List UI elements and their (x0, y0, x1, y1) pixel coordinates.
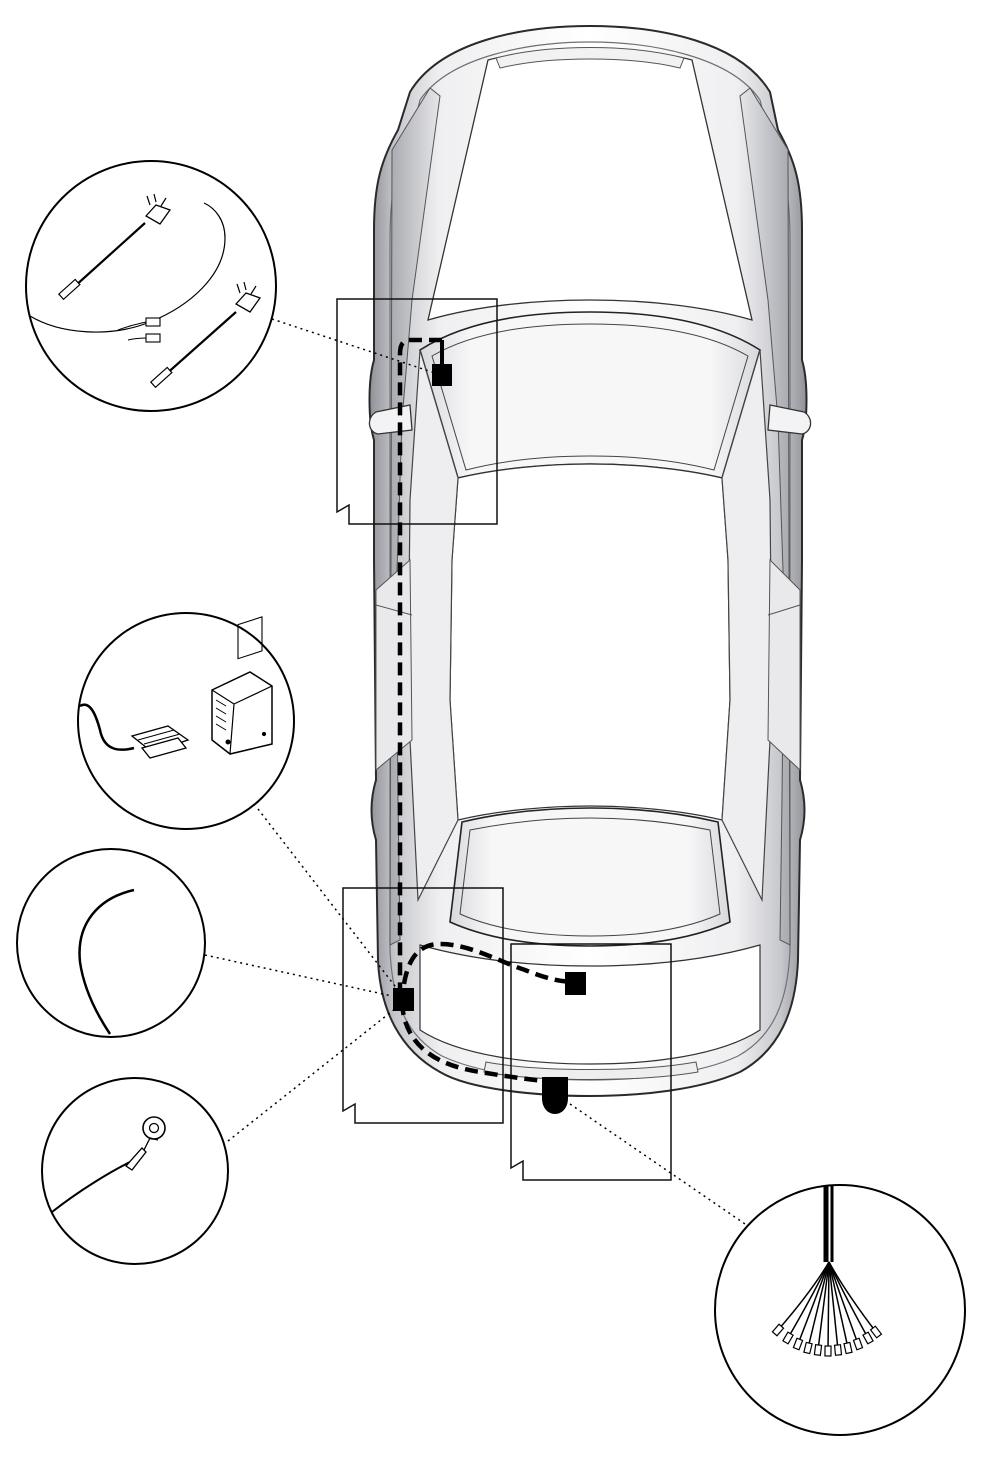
bundle-strand-terminal (782, 1331, 794, 1345)
wire-bundle-icon (771, 1186, 883, 1357)
panel-front-left (336, 298, 498, 525)
car-door-line-right (767, 604, 801, 616)
bundle-strand-terminal (824, 1345, 832, 1357)
car-trunk (419, 944, 761, 1065)
bundle-strand-terminal (771, 1323, 785, 1337)
detail-light-cluster-wire-bundle (714, 1184, 966, 1436)
detail-control-module (77, 612, 295, 830)
wire-to-socket (399, 1001, 557, 1085)
ring-terminal-icon (51, 1116, 166, 1213)
car-rear-window-inner (459, 817, 721, 937)
wiring-route (397, 337, 576, 1085)
bundle-strand-terminal (813, 1344, 823, 1356)
detail-ground-ring-terminal (41, 1077, 229, 1265)
bundle-strand-terminal (833, 1344, 843, 1356)
car-window-right (767, 558, 801, 772)
wire-main-left (397, 337, 442, 990)
detail-circle-3 (16, 848, 206, 1038)
bundle-strand-terminal (852, 1337, 864, 1351)
bundle-strand (827, 1261, 830, 1352)
connection-nodes (393, 340, 586, 1114)
installation-panels (336, 298, 672, 1181)
detail-brake-light-adapter-cables (25, 160, 277, 412)
towbar-socket-node (542, 1077, 568, 1114)
bundle-strand-terminal (843, 1341, 853, 1355)
car-door-line-left (375, 604, 413, 616)
car-side-right (739, 87, 791, 946)
bundle-strand-terminal (862, 1331, 874, 1345)
panel-rear-left (342, 887, 504, 1124)
leader-module (257, 808, 399, 991)
leader-ground (227, 1007, 397, 1142)
car-roof (449, 463, 731, 821)
plug-cable-pair-icon (29, 193, 262, 389)
leader-signal-wire (204, 954, 393, 997)
car-windshield (419, 311, 761, 479)
car-top-view (368, 24, 812, 1098)
car-hood-front-trim (495, 47, 685, 69)
detail-circle-1 (25, 160, 277, 412)
front-node (432, 364, 452, 386)
car-mirror-right (767, 404, 812, 435)
rear-light-node (565, 972, 586, 995)
single-wire-icon (78, 888, 135, 1035)
module-node (393, 988, 414, 1011)
detail-circle-2 (77, 612, 295, 830)
bundle-strand-terminal (869, 1325, 883, 1339)
detail-circle-4 (41, 1077, 229, 1265)
car-window-left (375, 558, 413, 772)
car-windshield-inner (431, 323, 749, 471)
detail-signal-wire (16, 848, 206, 1038)
bundle-strand-terminal (792, 1337, 804, 1351)
car-rear-window (449, 807, 731, 947)
leader-bundle (569, 1103, 749, 1227)
bundle-strand-terminal (803, 1341, 813, 1355)
panel-rear-center (510, 943, 672, 1181)
leader-front-node (271, 318, 433, 373)
car-rear-bumper-trim (483, 1061, 699, 1080)
bundle-strand (828, 1261, 877, 1333)
module-connector-icon (79, 616, 273, 759)
wire-to-rear-light (401, 941, 576, 985)
leader-lines (204, 318, 749, 1227)
